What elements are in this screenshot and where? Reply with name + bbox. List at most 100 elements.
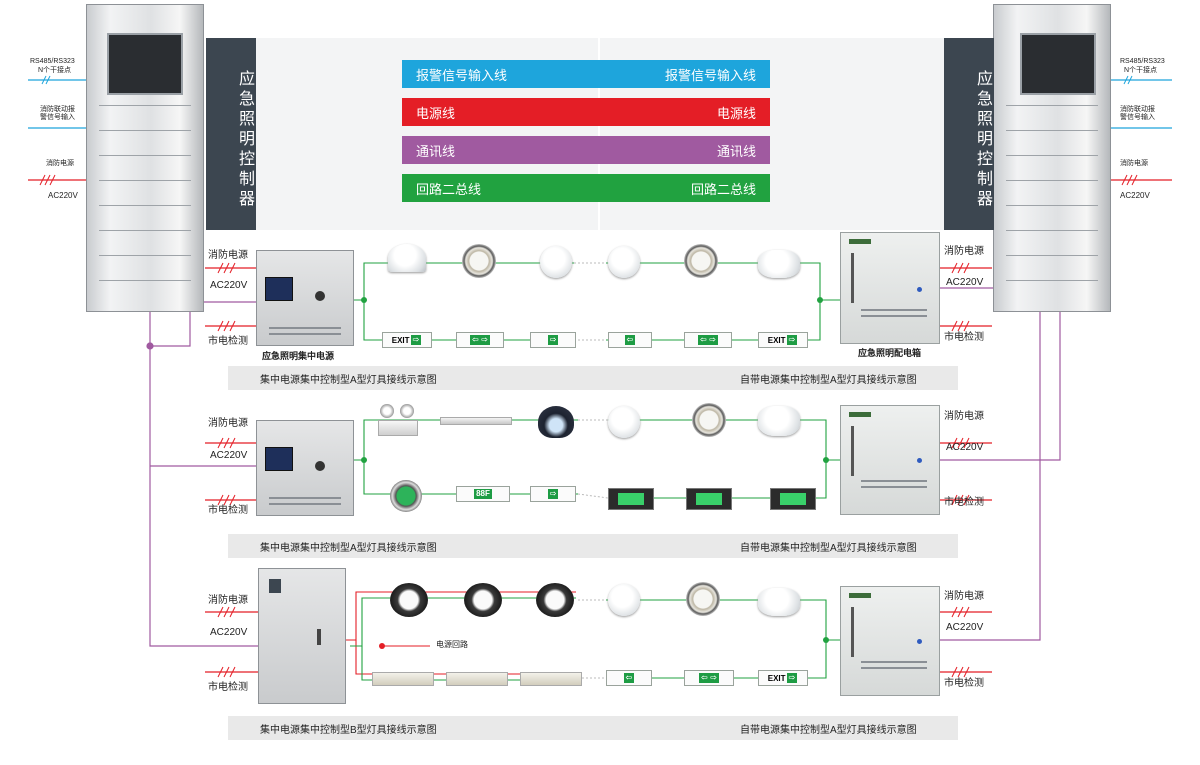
bulkhead-lamp-icon (758, 250, 800, 278)
bus-bar-label-right: 通讯线 (716, 143, 756, 159)
right-cabinet-inputs (1110, 75, 1172, 186)
exit-sign-icon: EXIT⇨ (382, 332, 432, 348)
brand-logo (849, 239, 871, 244)
row-caption-bar: 集中电源集中控制型B型灯具接线示意图 自带电源集中控制型A型灯具接线示意图 (228, 716, 958, 740)
spotlight-icon (390, 583, 428, 617)
left-diagram-caption: 集中电源集中控制型A型灯具接线示意图 (260, 374, 437, 386)
brand-logo (849, 593, 871, 598)
high-bay-light-icon (538, 406, 574, 438)
loop-wires (354, 262, 840, 679)
bus-bar-label-left: 通讯线 (416, 143, 456, 159)
downlight-icon (686, 582, 720, 616)
right-diagram-caption: 自带电源集中控制型A型灯具接线示意图 (740, 542, 917, 554)
power-circuit-label: 电源回路 (436, 640, 468, 649)
left-server-cabinet (86, 4, 204, 312)
floor-indicator-sign-icon: 88F (456, 486, 510, 502)
box-input-ticks (217, 262, 970, 678)
row2-right-fire-power: 消防电源 (944, 411, 984, 422)
right-server-cabinet (993, 4, 1111, 312)
row2-left-mains: 市电检测 (208, 505, 248, 516)
bus-bar-label-left: 电源线 (416, 105, 456, 121)
ceiling-dome-icon (608, 246, 640, 278)
twin-spot-emergency-light-icon (378, 404, 418, 438)
loop-junctions (361, 297, 829, 643)
downlight-icon (692, 403, 726, 437)
lock-knob (315, 291, 325, 301)
distribution-box-row1 (840, 232, 940, 344)
exit-arrow-sign-icon: ⇨ (530, 332, 576, 348)
right-fire-signal-label: 消防联动报 警信号输入 (1120, 106, 1155, 121)
wall-lamp-icon (388, 244, 426, 272)
downlight-icon (684, 244, 718, 278)
central-power-box-row1 (256, 250, 354, 346)
row3-left-mains: 市电检测 (208, 682, 248, 693)
exit-text: EXIT (767, 335, 786, 345)
bus-bar-2: 通讯线 通讯线 (402, 136, 770, 164)
bulkhead-lamp-icon (758, 588, 800, 616)
exit-panel-sign-icon (608, 488, 654, 510)
status-led (917, 287, 922, 292)
distribution-box-name: 应急照明配电箱 (858, 348, 922, 358)
row3-right-fire-power: 消防电源 (944, 591, 984, 602)
spotlight-icon (464, 583, 502, 617)
downlight-icon (462, 244, 496, 278)
central-power-box-row2 (256, 420, 354, 516)
round-exit-indicator-icon (390, 480, 422, 512)
distribution-box-row2 (840, 405, 940, 515)
exit-sign-icon: EXIT⇨ (758, 332, 808, 348)
row2-right-ac: AC220V (946, 442, 984, 453)
exit-panel-sign-icon (686, 488, 732, 510)
left-fire-power-label: 消防电源 (46, 160, 74, 167)
distribution-box-row3 (840, 586, 940, 696)
bus-bar-3: 回路二总线 回路二总线 (402, 174, 770, 202)
status-led (917, 639, 922, 644)
lock-knob (315, 461, 325, 471)
left-cabinet-inputs (28, 75, 88, 186)
bus-bar-label-right: 回路二总线 (690, 181, 756, 197)
left-diagram-caption: 集中电源集中控制型A型灯具接线示意图 (260, 542, 437, 554)
central-power-cabinet-row3 (258, 568, 346, 704)
cabinet-window (107, 33, 183, 95)
exit-text: EXIT (767, 673, 786, 683)
row3-right-mains: 市电检测 (944, 678, 984, 689)
bus-bar-label-left: 报警信号输入线 (416, 67, 508, 83)
central-power-name: 应急照明集中电源 (262, 351, 335, 361)
left-rs485-label: RS485/RS323 (30, 58, 75, 65)
right-diagram-caption: 自带电源集中控制型A型灯具接线示意图 (740, 724, 917, 736)
right-controller-label: 应急照明控制器 (944, 38, 994, 230)
ceiling-dome-icon (608, 584, 640, 616)
cabinet-badge (269, 579, 281, 593)
row1-left-fire-power: 消防电源 (208, 250, 248, 261)
row1-left-ac: AC220V (210, 280, 248, 291)
left-diagram-caption: 集中电源集中控制型B型灯具接线示意图 (260, 724, 437, 736)
batten-light-icon (446, 672, 508, 686)
exit-panel-sign-icon (770, 488, 816, 510)
right-rs485-label: RS485/RS323 (1120, 58, 1165, 65)
loop-dashes (574, 262, 609, 679)
exit-arrow-sign-icon: ⇦ (608, 332, 652, 348)
left-ac-label: AC220V (48, 191, 78, 200)
spotlight-icon (536, 583, 574, 617)
status-led (917, 458, 922, 463)
exit-arrow-sign-icon: ⇦ ⇨ (456, 332, 504, 348)
bus-bar-0: 报警信号输入线报警信号输入线 (402, 60, 770, 88)
exit-arrow-sign-icon: ⇦ ⇨ (684, 332, 732, 348)
exit-arrow-sign-icon: ⇦ (606, 670, 652, 686)
brand-logo (849, 412, 871, 417)
row1-right-ac: AC220V (946, 277, 984, 288)
row1-right-fire-power: 消防电源 (944, 246, 984, 257)
ceiling-dome-icon (608, 406, 640, 438)
left-dry-contact-label: N个干接点 (38, 67, 72, 74)
bulkhead-lamp-icon (758, 406, 800, 436)
bus-bar-1: 电源线电源线 (402, 98, 770, 126)
bus-bar-label-left: 回路二总线 (416, 181, 482, 197)
control-panel-screen (265, 277, 293, 301)
row3-left-fire-power: 消防电源 (208, 595, 248, 606)
cabinet-handle (317, 629, 321, 645)
row1-right-mains: 市电检测 (944, 332, 984, 343)
exit-arrow-sign-icon: ⇦ ⇨ (684, 670, 734, 686)
bus-divider (598, 38, 600, 230)
row3-left-ac: AC220V (210, 627, 248, 638)
row2-right-mains: 市电检测 (944, 497, 984, 508)
floor-number: 88F (474, 489, 492, 499)
